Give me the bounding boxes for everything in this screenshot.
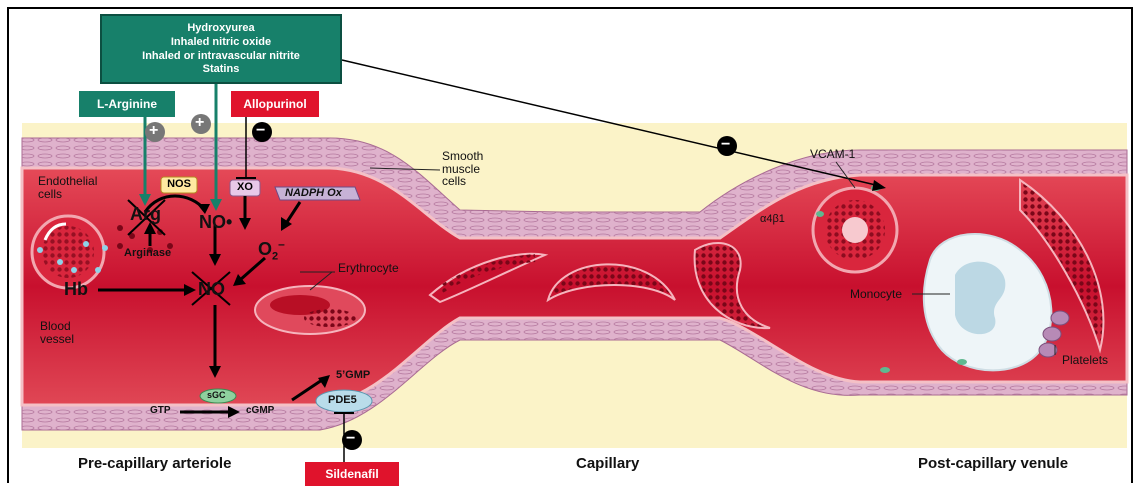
endothelial-label: Endothelial cells [38,175,97,200]
endothelial-line-1: Endothelial [38,175,97,188]
o2-subscript: 2 [272,251,278,263]
erythrocyte-label: Erythrocyte [338,262,399,275]
smooth-muscle-line-1: Smooth [442,150,483,163]
gtp-label: GTP [150,406,171,417]
section-pre-capillary: Pre-capillary arteriole [78,455,231,472]
section-post-capillary: Post-capillary venule [918,455,1068,472]
xo-label: XO [230,181,260,193]
no-label: NO• [199,213,232,232]
sildenafil-box: Sildenafil [305,462,399,486]
treatment-line-1: Hydroxyurea [102,22,340,36]
smooth-muscle-line-3: cells [442,175,483,188]
section-capillary: Capillary [576,455,639,472]
erythrocyte-main [255,286,365,334]
pde5-label: PDE5 [328,395,357,407]
blood-vessel-label: Blood vessel [40,320,74,345]
plus-text-2: + [195,115,204,132]
o2-label: O2– [258,238,285,263]
erythrocyte-left [32,216,104,288]
nos-label: NOS [161,178,197,190]
l-arginine-box: L-Arginine [79,91,175,117]
erythrocyte-venule [813,188,897,272]
monocyte-label: Monocyte [850,288,902,301]
arginase-label: Arginase [124,248,171,260]
blood-vessel-line-2: vessel [40,333,74,346]
treatment-main-box: Hydroxyurea Inhaled nitric oxide Inhaled… [100,14,342,84]
treatment-line-3: Inhaled or intravascular nitrite [102,50,340,64]
minus-text-2: − [721,137,730,154]
integrin-label: α4β1 [760,214,785,226]
five-gmp-label: 5’GMP [336,370,370,382]
arg-label: Arg [130,205,161,224]
o2-charge: – [278,237,285,251]
nadph-label: NADPH Ox [285,188,342,200]
plus-text-1: + [149,123,158,140]
endothelial-line-2: cells [38,188,97,201]
minus-text-3: − [346,431,355,448]
sgc-label: sGC [207,391,226,400]
no-blocked-label: NO [198,280,225,299]
treatment-line-4: Statins [102,63,340,77]
vcam-label: VCAM-1 [810,148,855,161]
hb-label: Hb [64,280,88,299]
platelets-label: Platelets [1062,354,1108,367]
allopurinol-box: Allopurinol [231,91,319,117]
o2-text: O [258,239,272,259]
blood-vessel-line-1: Blood [40,320,74,333]
treatment-line-2: Inhaled nitric oxide [102,36,340,50]
smooth-muscle-label: Smooth muscle cells [442,150,483,188]
minus-text-1: − [256,123,265,140]
cgmp-label: cGMP [246,406,274,417]
